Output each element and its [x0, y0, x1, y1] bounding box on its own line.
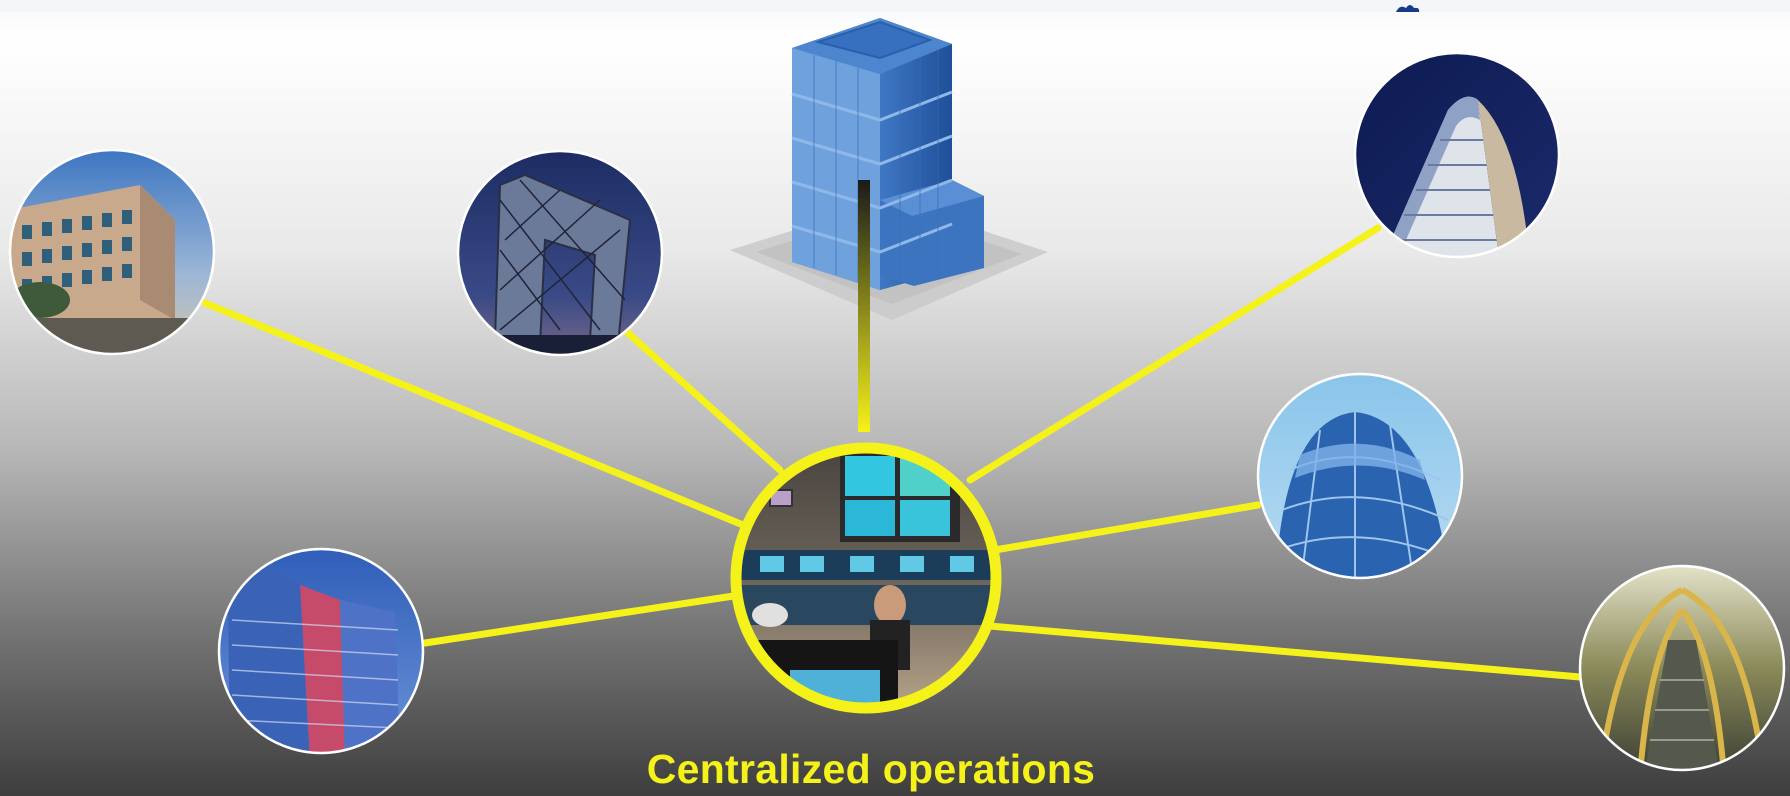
- office-tower-icon: [730, 18, 1048, 432]
- connector-lattice: [624, 329, 784, 474]
- diagram-caption: Centralized operations: [646, 746, 1096, 792]
- glass-dome-photo: [1256, 372, 1464, 580]
- cloud-icon: [1396, 5, 1420, 12]
- curved-skyscraper-photo: [1353, 51, 1561, 259]
- connector-office: [201, 299, 764, 536]
- connector-highrise: [421, 591, 744, 647]
- highrise-flag-photo: [217, 547, 425, 755]
- office-building-photo: [8, 148, 216, 356]
- connector-curved: [966, 224, 1382, 484]
- connector-dome: [991, 501, 1262, 554]
- connector-hall: [986, 622, 1584, 681]
- lattice-tower-photo: [456, 149, 664, 357]
- control-room-photo: [730, 442, 1002, 714]
- top-strip: [0, 0, 1790, 12]
- terminal-hall-photo: [1578, 564, 1786, 772]
- connector-lines: [201, 224, 1584, 681]
